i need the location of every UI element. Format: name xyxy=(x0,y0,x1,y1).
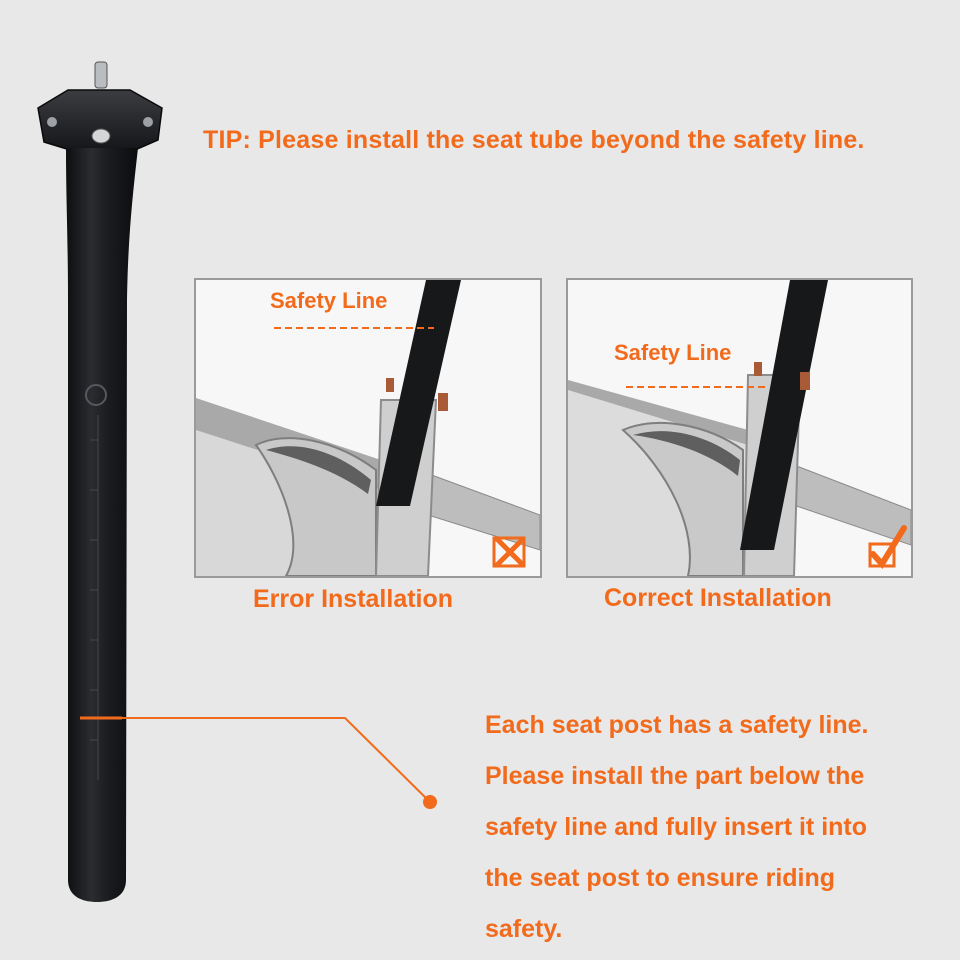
cross-box-icon xyxy=(492,536,526,568)
clamp-bolt-head xyxy=(91,128,111,144)
check-box-icon xyxy=(868,525,907,569)
description-line: the seat post to ensure riding xyxy=(485,864,836,892)
correct-installation-caption: Correct Installation xyxy=(604,584,832,612)
brand-logo-icon xyxy=(85,384,107,406)
error-installation-caption: Error Installation xyxy=(253,585,454,613)
error-safety-line-label: Safety Line xyxy=(270,288,388,313)
correct-installation-panel: Safety Line xyxy=(566,278,913,578)
tip-text: TIP: Please install the seat tube beyond… xyxy=(203,126,865,154)
seat-bolt xyxy=(94,61,108,89)
safety-description: Each seat post has a safety line. Please… xyxy=(485,700,869,955)
error-frame-illustration xyxy=(196,280,540,576)
correct-frame-illustration xyxy=(568,280,911,576)
correct-safety-line-label: Safety Line xyxy=(614,340,732,365)
description-line: safety line and fully insert it into xyxy=(485,813,868,841)
callout-leader-line xyxy=(122,717,431,803)
description-line: safety. xyxy=(485,915,563,943)
callout-dot xyxy=(423,795,437,809)
description-line: Please install the part below the xyxy=(485,762,865,790)
seat-post-tube xyxy=(66,148,138,902)
description-line: Each seat post has a safety line. xyxy=(485,711,869,739)
seat-clamp-head xyxy=(37,89,163,151)
error-installation-panel: Safety Line xyxy=(194,278,542,578)
